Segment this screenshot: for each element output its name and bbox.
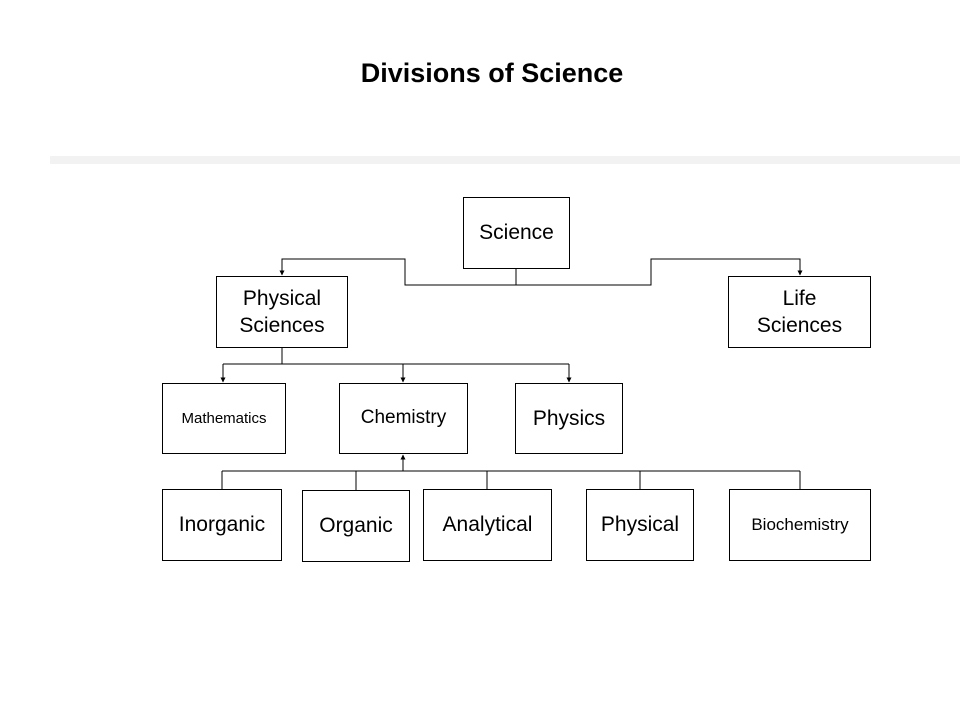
node-physics: Physics <box>515 383 623 454</box>
node-analytical-label: Analytical <box>442 513 533 537</box>
divider-band <box>50 156 960 164</box>
node-physical-label: Physical <box>600 513 680 537</box>
node-mathematics-label: Mathematics <box>181 409 267 427</box>
node-chemistry-label: Chemistry <box>360 407 447 429</box>
node-physical-sciences-label-2: Sciences <box>239 314 325 337</box>
node-biochemistry: Biochemistry <box>729 489 871 561</box>
node-physical-sciences: Physical Sciences <box>216 276 348 348</box>
node-science-label: Science <box>479 221 554 245</box>
node-physical: Physical <box>586 489 694 561</box>
node-organic-label: Organic <box>319 514 393 538</box>
link-physical-sciences-stem <box>281 347 569 365</box>
node-science: Science <box>463 197 570 269</box>
node-inorganic-label: Inorganic <box>178 513 266 537</box>
link-science-life <box>516 258 803 286</box>
node-inorganic: Inorganic <box>162 489 282 561</box>
node-physics-label: Physics <box>532 406 606 430</box>
link-science-trunk <box>279 258 517 286</box>
node-organic: Organic <box>302 490 410 562</box>
node-chemistry: Chemistry <box>339 383 468 454</box>
node-biochemistry-label: Biochemistry <box>751 514 849 534</box>
node-mathematics: Mathematics <box>162 383 286 454</box>
node-life-sciences-label-2: Sciences <box>756 314 843 337</box>
node-life-sciences: Life Sciences <box>728 276 871 348</box>
node-life-sciences-label-1: Life <box>782 286 817 310</box>
node-analytical: Analytical <box>423 489 552 561</box>
node-physical-sciences-label-1: Physical <box>242 286 322 310</box>
page-title: Divisions of Science <box>360 58 624 88</box>
